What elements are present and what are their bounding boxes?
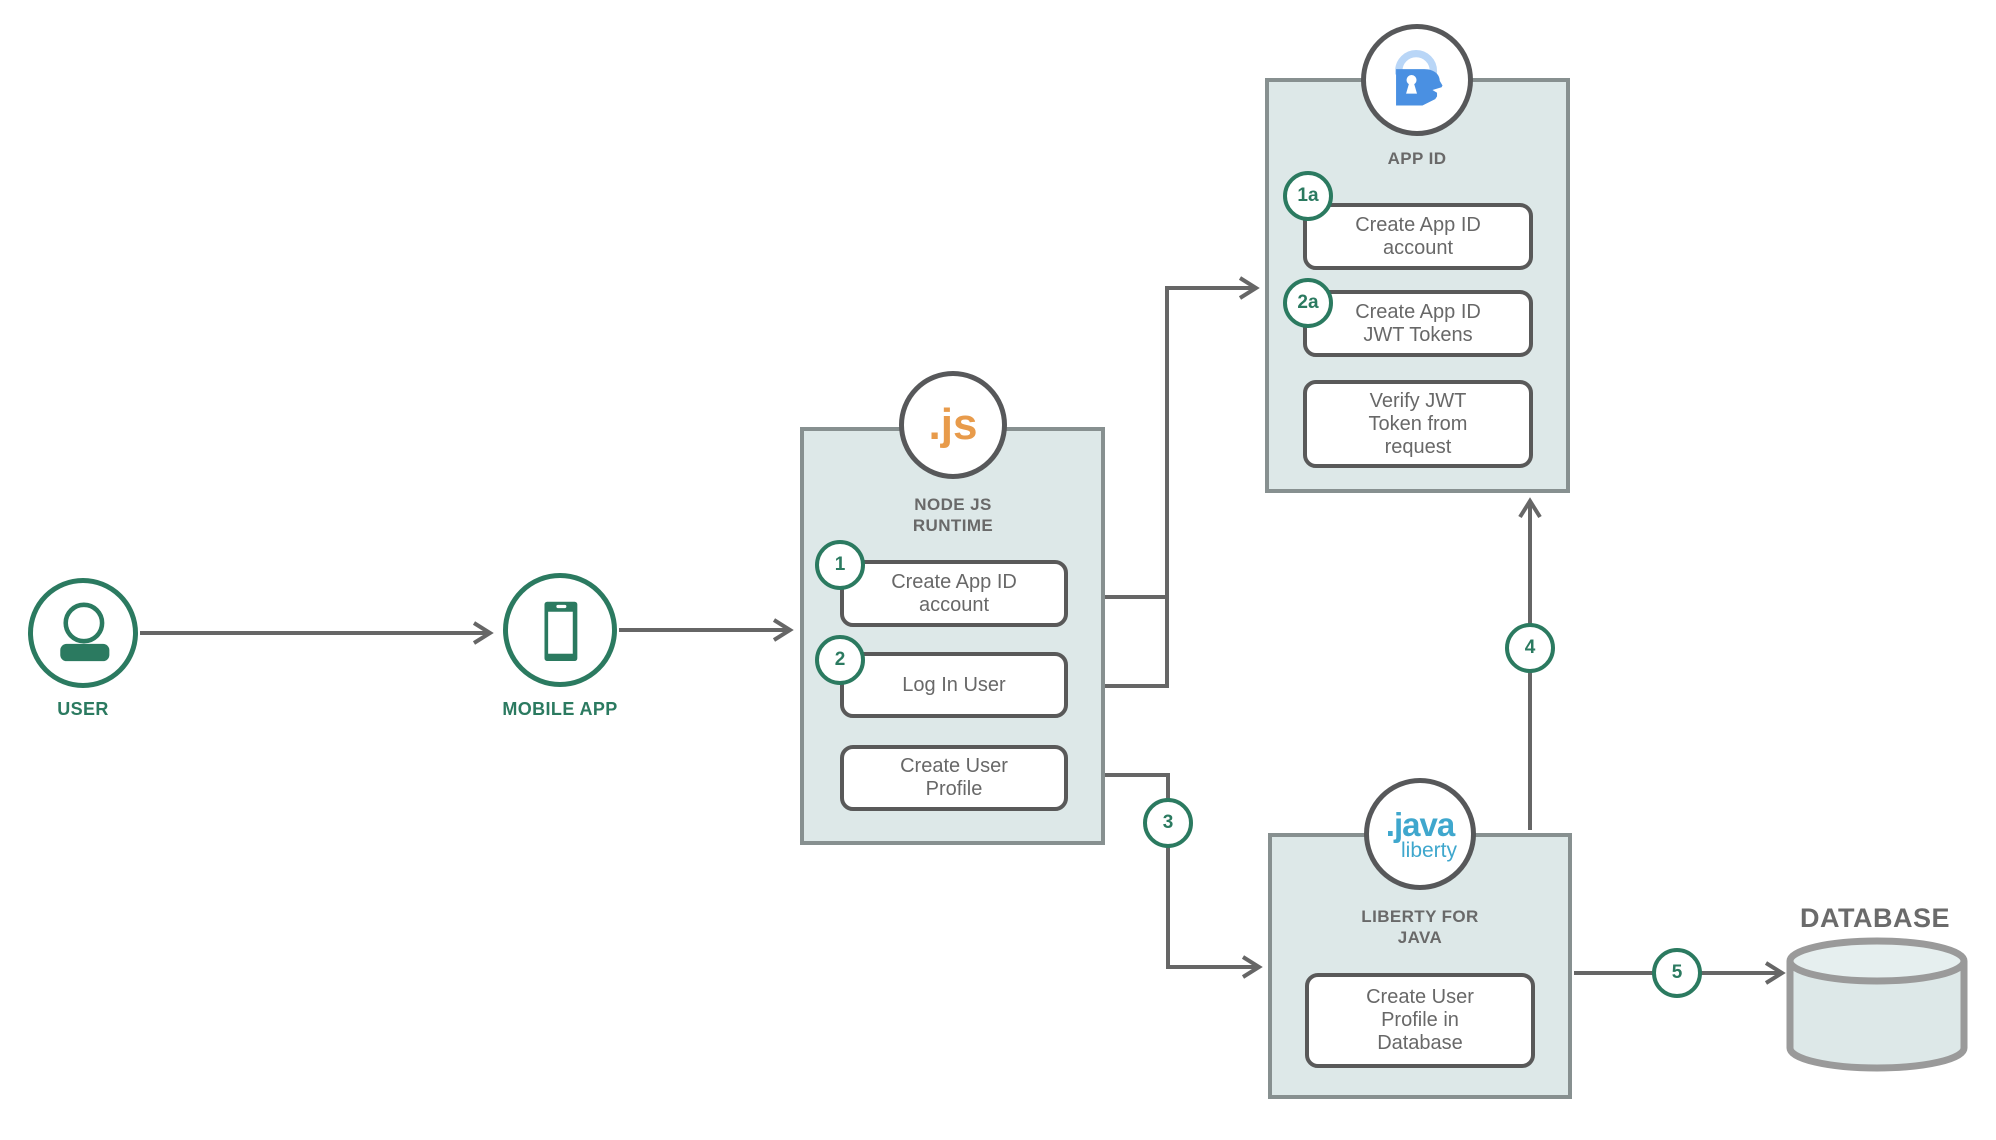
flow-badge-3: 3 — [1143, 798, 1193, 848]
flow-badge-4: 4 — [1505, 623, 1555, 673]
liberty-panel-title: LIBERTY FOR JAVA — [1361, 907, 1479, 947]
java-logo-text: .java — [1385, 805, 1455, 843]
nodejs-logo-icon: .js — [899, 371, 1007, 479]
appid-lock-icon — [1361, 24, 1473, 136]
nodejs-logo-text: .js — [928, 400, 978, 449]
user-label: USER — [57, 699, 109, 719]
appid-panel-title: APP ID — [1387, 149, 1447, 168]
step-badge-1: 1 — [815, 540, 865, 590]
arrow-nodejs-to-liberty — [1068, 773, 1263, 979]
smartphone-icon — [544, 601, 578, 662]
arrow-nodejs-to-appid — [1068, 276, 1260, 688]
step-badge-1a: 1a — [1283, 171, 1333, 221]
nodejs-panel-title: NODE JS RUNTIME — [912, 495, 994, 535]
step-appid-create-account: Create App ID account — [1303, 203, 1533, 270]
step-appid-jwt-tokens: Create App ID JWT Tokens — [1303, 290, 1533, 357]
mobile-app-node — [503, 573, 617, 687]
step-appid-verify-jwt: Verify JWT Token from request — [1303, 380, 1533, 468]
java-liberty-logo-icon: .java liberty — [1364, 778, 1476, 890]
user-icon — [60, 602, 110, 662]
step-create-user-profile: Create User Profile — [840, 745, 1068, 811]
mobile-app-label: MOBILE APP — [502, 699, 618, 719]
database-label: DATABASE — [1800, 903, 1950, 933]
database-icon — [1786, 937, 1968, 1072]
step-create-user-profile-in-database: Create User Profile in Database — [1305, 973, 1535, 1068]
lock-profile-icon — [1395, 49, 1443, 106]
user-node — [28, 578, 138, 688]
flow-badge-5: 5 — [1652, 948, 1702, 998]
step-badge-2a: 2a — [1283, 278, 1333, 328]
step-badge-2: 2 — [815, 635, 865, 685]
step-create-appid-account: Create App ID account — [840, 560, 1068, 627]
step-login-user: Log In User — [840, 652, 1068, 718]
liberty-logo-subtext: liberty — [1400, 838, 1458, 862]
